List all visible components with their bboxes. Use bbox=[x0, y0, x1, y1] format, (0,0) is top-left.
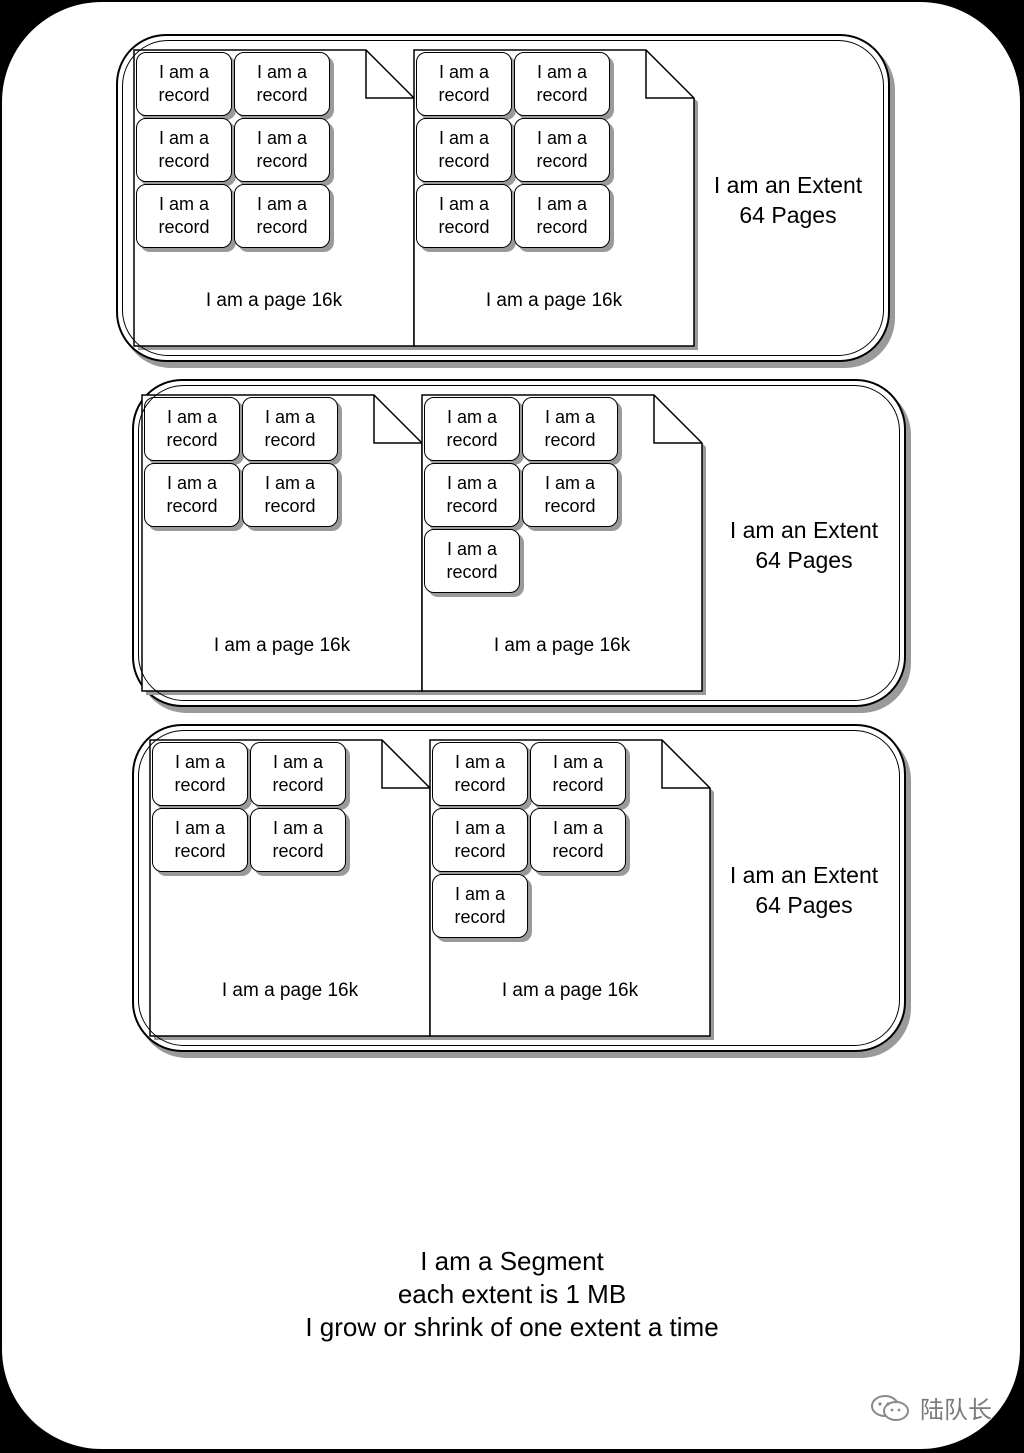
watermark-text: 陆队长 bbox=[920, 1397, 992, 1424]
segment-label: I am a Segment each extent is 1 MB I gro… bbox=[212, 1245, 812, 1344]
record: I am a record bbox=[250, 808, 346, 872]
record: I am a record bbox=[424, 529, 520, 593]
page-fold bbox=[661, 740, 710, 789]
record: I am a record bbox=[152, 808, 248, 872]
extent-label: I am an Extent 64 Pages bbox=[698, 170, 878, 230]
watermark: 陆队长 bbox=[868, 1390, 992, 1425]
record: I am a record bbox=[242, 463, 338, 527]
record: I am a record bbox=[424, 463, 520, 527]
record: I am a record bbox=[152, 742, 248, 806]
extent-label-line2: 64 Pages bbox=[739, 202, 837, 228]
record: I am a record bbox=[432, 742, 528, 806]
record: I am a record bbox=[514, 184, 610, 248]
extent-label: I am an Extent 64 Pages bbox=[714, 515, 894, 575]
record: I am a record bbox=[432, 874, 528, 938]
extent-label-line1: I am an Extent bbox=[729, 517, 879, 543]
page-label: I am a page 16k bbox=[221, 980, 359, 1001]
record: I am a record bbox=[432, 808, 528, 872]
record: I am a record bbox=[144, 463, 240, 527]
record: I am a record bbox=[136, 118, 232, 182]
page-fold bbox=[365, 50, 414, 99]
page-fold bbox=[381, 740, 430, 789]
extent-label-line2: 64 Pages bbox=[755, 892, 853, 918]
extent-label-line1: I am an Extent bbox=[713, 172, 863, 198]
record: I am a record bbox=[234, 184, 330, 248]
wechat-icon bbox=[871, 1394, 909, 1421]
page-label: I am a page 16k bbox=[485, 290, 623, 311]
page-fold bbox=[653, 395, 702, 444]
record: I am a record bbox=[250, 742, 346, 806]
record: I am a record bbox=[522, 397, 618, 461]
page-label: I am a page 16k bbox=[213, 635, 351, 656]
record: I am a record bbox=[522, 463, 618, 527]
page-fold bbox=[373, 395, 422, 444]
record: I am a record bbox=[424, 397, 520, 461]
extent-label-line2: 64 Pages bbox=[755, 547, 853, 573]
segment-label-line3: I grow or shrink of one extent a time bbox=[305, 1312, 719, 1342]
page-label: I am a page 16k bbox=[501, 980, 639, 1001]
record: I am a record bbox=[416, 184, 512, 248]
record: I am a record bbox=[234, 52, 330, 116]
record: I am a record bbox=[234, 118, 330, 182]
segment-label-line2: each extent is 1 MB bbox=[397, 1279, 627, 1309]
record: I am a record bbox=[144, 397, 240, 461]
record: I am a record bbox=[136, 184, 232, 248]
record: I am a record bbox=[136, 52, 232, 116]
record: I am a record bbox=[514, 118, 610, 182]
record: I am a record bbox=[242, 397, 338, 461]
record: I am a record bbox=[530, 808, 626, 872]
page-label: I am a page 16k bbox=[205, 290, 343, 311]
record: I am a record bbox=[416, 118, 512, 182]
record: I am a record bbox=[514, 52, 610, 116]
extent-label: I am an Extent 64 Pages bbox=[714, 860, 894, 920]
page-label: I am a page 16k bbox=[493, 635, 631, 656]
record: I am a record bbox=[530, 742, 626, 806]
record: I am a record bbox=[416, 52, 512, 116]
page-fold bbox=[645, 50, 694, 99]
segment-label-line1: I am a Segment bbox=[420, 1246, 604, 1276]
extent-label-line1: I am an Extent bbox=[729, 862, 879, 888]
